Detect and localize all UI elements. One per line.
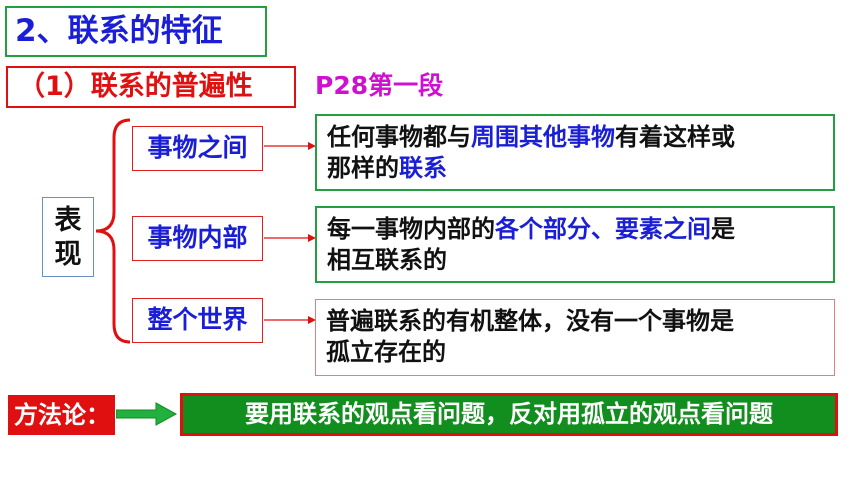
desc-text: 有着这样或 <box>615 123 735 151</box>
curly-brace-icon <box>95 118 131 344</box>
desc-text: 每一事物内部的 <box>327 215 495 243</box>
methodology-label: 方法论： <box>8 395 115 435</box>
desc-text: 任何事物都与 <box>327 123 471 151</box>
desc-highlight: 周围其他事物 <box>471 123 615 151</box>
category-whole-world: 整个世界 <box>132 298 263 343</box>
desc-text: 那样的 <box>327 154 399 182</box>
category-inside-things: 事物内部 <box>132 216 263 261</box>
description-inside-things: 每一事物内部的各个部分、要素之间是相互联系的 <box>315 206 835 283</box>
subsection-title: （1）联系的普遍性 <box>6 66 296 108</box>
desc-text: 相互联系的 <box>327 246 447 274</box>
manifestation-char-2: 现 <box>54 239 82 270</box>
description-between-things: 任何事物都与周围其他事物有着这样或那样的联系 <box>315 114 835 191</box>
arrow-right-icon <box>264 234 316 242</box>
desc-highlight: 联系 <box>399 154 447 182</box>
desc-text: 是 <box>711 215 735 243</box>
arrow-right-icon <box>264 142 316 150</box>
section-title: 2、联系的特征 <box>5 6 267 57</box>
desc-text: 孤立存在的 <box>326 338 446 366</box>
desc-text: 普遍联系的有机整体，没有一个事物是 <box>326 307 734 335</box>
green-arrow-icon <box>116 402 178 426</box>
page-reference: P28第一段 <box>315 71 444 100</box>
desc-highlight: 各个部分、要素之间 <box>495 215 711 243</box>
arrow-right-icon <box>264 316 316 324</box>
manifestation-char-1: 表 <box>54 205 82 236</box>
description-whole-world: 普遍联系的有机整体，没有一个事物是孤立存在的 <box>315 299 835 376</box>
methodology-text: 要用联系的观点看问题，反对用孤立的观点看问题 <box>180 393 838 436</box>
manifestation-label: 表 现 <box>42 197 94 277</box>
category-between-things: 事物之间 <box>132 126 263 171</box>
